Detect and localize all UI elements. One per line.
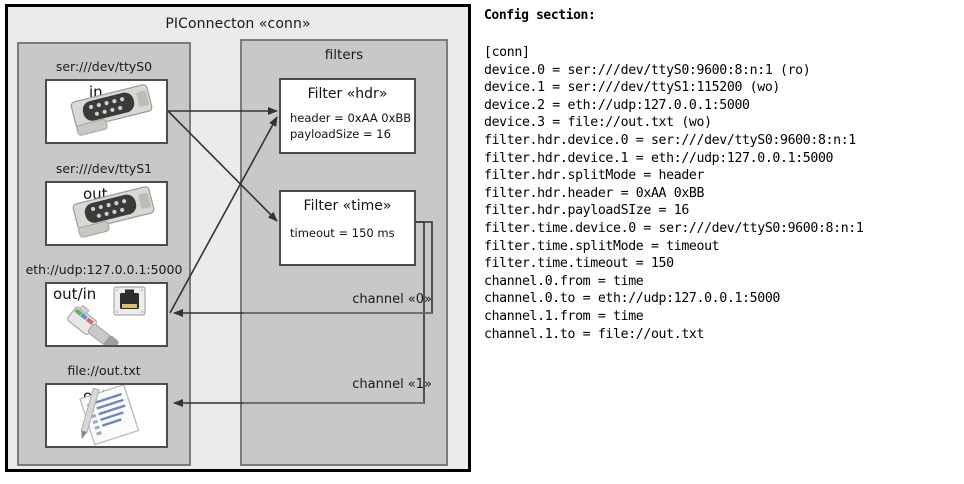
config-line: filter.hdr.device.1 = eth://udp:127.0.0.… — [484, 150, 834, 166]
config-line: filter.hdr.payloadSIze = 16 — [484, 203, 689, 219]
config-line: filter.hdr.splitMode = header — [484, 168, 705, 184]
filter-time-title: Filter «time» — [303, 198, 392, 214]
config-line: filter.time.device.0 = ser:///dev/ttyS0:… — [484, 220, 864, 236]
config-line: filter.time.splitMode = timeout — [484, 238, 720, 254]
config-line: filter.hdr.header = 0xAA 0xBB — [484, 185, 705, 201]
filter-box-time[interactable]: Filter «time» timeout = 150 ms — [279, 190, 416, 266]
network-jack-icon — [66, 286, 146, 345]
diagram-title: PIConnecton «conn» — [165, 16, 311, 32]
filter-box-hdr[interactable]: Filter «hdr» header = 0xAA 0xBB payloadS… — [279, 78, 416, 154]
config-line: [conn] — [484, 45, 530, 60]
channel-0-label: channel «0» — [352, 292, 432, 307]
device-box-ttyS1[interactable]: out — [45, 181, 168, 246]
device-box-eth[interactable]: out/in — [45, 282, 168, 347]
filter-hdr-title: Filter «hdr» — [307, 86, 388, 102]
filters-group-title: filters — [324, 47, 364, 63]
config-line: channel.0.from = time — [484, 273, 644, 289]
architecture-diagram: PIConnecton «conn» filters ser:///dev/tt… — [0, 0, 478, 484]
device-label-file: file://out.txt — [67, 363, 141, 378]
device-box-file[interactable]: out — [45, 383, 168, 448]
config-line: device.1 = ser:///dev/ttyS1:115200 (wo) — [484, 80, 780, 96]
device-label-ttyS0: ser:///dev/ttyS0 — [55, 59, 153, 74]
filter-time-prop-timeout: timeout = 150 ms — [290, 226, 395, 240]
config-line: device.0 = ser:///dev/ttyS0:9600:8:n:1 (… — [484, 62, 811, 78]
device-label-ttyS1: ser:///dev/ttyS1 — [55, 161, 153, 176]
config-line: device.3 = file://out.txt (wo) — [484, 115, 712, 131]
config-line: channel.1.from = time — [484, 308, 644, 324]
config-text-block: [conn] device.0 = ser:///dev/ttyS0:9600:8… — [484, 44, 864, 343]
config-line: channel.1.to = file://out.txt — [484, 326, 705, 342]
filter-hdr-prop-payload: payloadSize = 16 — [290, 127, 391, 141]
channel-1-label: channel «1» — [352, 377, 432, 392]
serial-port-icon — [72, 186, 155, 238]
config-line: device.2 = eth://udp:127.0.0.1:5000 — [484, 97, 750, 113]
config-line: channel.0.to = eth://udp:127.0.0.1:5000 — [484, 291, 780, 307]
device-label-eth: eth://udp:127.0.0.1:5000 — [25, 262, 183, 277]
config-heading: Config section: — [484, 8, 596, 23]
config-section: Config section: [conn] device.0 = ser:///… — [484, 0, 964, 484]
config-line: filter.hdr.device.0 = ser:///dev/ttyS0:9… — [484, 132, 856, 148]
serial-port-icon — [70, 84, 153, 136]
text-document-icon — [79, 385, 140, 446]
device-box-ttyS0[interactable]: in — [45, 79, 168, 144]
config-line: filter.time.timeout = 150 — [484, 256, 674, 272]
filter-hdr-prop-header: header = 0xAA 0xBB — [290, 111, 412, 125]
device-io-eth: out/in — [53, 285, 97, 303]
